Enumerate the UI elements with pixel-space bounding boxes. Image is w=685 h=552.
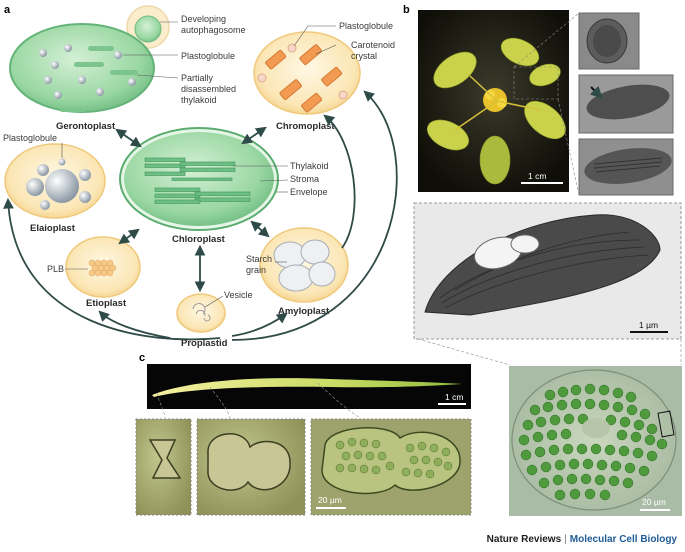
label-thylakoid-geronto: thylakoid — [181, 95, 217, 105]
gerontoplast-name: Gerontoplast — [56, 121, 116, 132]
elaioplast: Plastoglobule Elaioplast — [3, 133, 106, 234]
label-thylakoid-chloro: Thylakoid — [290, 161, 329, 171]
gerontoplast — [9, 5, 170, 113]
amyloplast: Starch grain Amyloplast — [246, 227, 349, 317]
chromoplast — [253, 31, 361, 115]
em-chloroplast-large: 1 µm — [413, 202, 682, 340]
scale-label-cells: 20 µm — [318, 495, 342, 505]
chloroplast — [119, 127, 279, 231]
em-inset-2 — [578, 74, 674, 134]
proplastid-name: Proplastid — [181, 338, 228, 349]
protoplast-chloroplasts — [518, 383, 668, 501]
journal-separator: | — [564, 534, 567, 545]
label-grain: grain — [246, 265, 266, 275]
proplastid: Vesicle Proplastid — [176, 290, 253, 349]
em-inset-1 — [578, 12, 640, 70]
amyloplast-name: Amyloplast — [278, 306, 330, 317]
label-plb: PLB — [47, 264, 64, 274]
protoplast-micrograph: 20 µm — [509, 366, 682, 516]
panel-label-a: a — [4, 4, 11, 16]
label-starch: Starch — [246, 254, 272, 264]
etioplast: PLB Etioplast — [47, 236, 141, 309]
label-stroma: Stroma — [290, 174, 319, 184]
chloroplast-dots — [335, 437, 453, 479]
scale-label-protoplast: 20 µm — [642, 497, 666, 507]
scale-label-leaf: 1 cm — [445, 392, 463, 402]
elaioplast-name: Elaioplast — [30, 223, 76, 234]
label-plastoglobule-geronto: Plastoglobule — [181, 51, 235, 61]
label-plastoglobule-elaio: Plastoglobule — [3, 133, 57, 143]
etioplast-name: Etioplast — [86, 298, 127, 309]
label-crystal: crystal — [351, 51, 377, 61]
conversion-arrows — [3, 90, 398, 341]
em-inset-3 — [578, 138, 674, 196]
micrograph-cell-2 — [196, 418, 306, 516]
arabidopsis-rosette-photo: 1 cm — [418, 10, 569, 192]
chloroplast-labels: Thylakoid Stroma Envelope Chloroplast — [172, 161, 329, 245]
label-autophagosome: autophagosome — [181, 25, 246, 35]
micrograph-cell-3: 20 µm — [310, 418, 472, 516]
panel-label-b: b — [403, 4, 410, 16]
etiolated-leaf-photo: 1 cm — [147, 364, 471, 409]
micrograph-cell-1 — [135, 418, 192, 516]
chromoplast-name: Chromoplast — [276, 121, 335, 132]
chromoplast-labels: Plastoglobule Carotenoid crystal Chromop… — [276, 21, 395, 132]
label-vesicle: Vesicle — [224, 290, 253, 300]
label-developing: Developing — [181, 14, 226, 24]
label-disassembled: disassembled — [181, 84, 236, 94]
label-envelope: Envelope — [290, 187, 328, 197]
journal-name: Nature Reviews — [486, 534, 562, 545]
panel-label-c: c — [139, 352, 145, 364]
zoom-connectors-c — [156, 382, 361, 419]
journal-credit: Nature Reviews|Molecular Cell Biology — [487, 534, 677, 545]
label-plastoglobule-chromo: Plastoglobule — [339, 21, 393, 31]
label-carotenoid: Carotenoid — [351, 40, 395, 50]
chloroplast-name: Chloroplast — [172, 234, 226, 245]
subjournal-name: Molecular Cell Biology — [569, 534, 677, 545]
scale-label-plant: 1 cm — [528, 171, 546, 181]
gerontoplast-labels: Developing autophagosome Plastoglobule P… — [56, 14, 246, 132]
scale-label-em: 1 µm — [639, 320, 658, 330]
zoom-connectors-b — [417, 12, 682, 366]
label-partially: Partially — [181, 73, 214, 83]
